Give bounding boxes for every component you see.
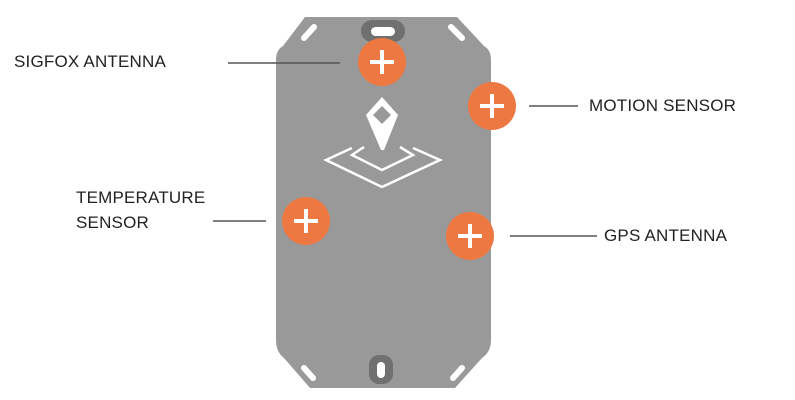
motion-sensor-label: MOTION SENSOR	[589, 96, 737, 115]
sigfox-marker[interactable]	[358, 38, 406, 86]
gps-antenna-label: GPS ANTENNA	[604, 226, 728, 245]
temperature-sensor-label-line2: SENSOR	[76, 213, 149, 232]
corner-slots	[301, 24, 465, 381]
location-pin-icon	[323, 97, 444, 189]
temperature-marker[interactable]	[282, 197, 330, 245]
temperature-sensor-label-line1: TEMPERATURE	[76, 188, 206, 207]
gps-marker[interactable]	[446, 212, 494, 260]
device-body	[276, 17, 491, 388]
sigfox-antenna-label: SIGFOX ANTENNA	[14, 52, 167, 71]
motion-marker[interactable]	[468, 82, 516, 130]
